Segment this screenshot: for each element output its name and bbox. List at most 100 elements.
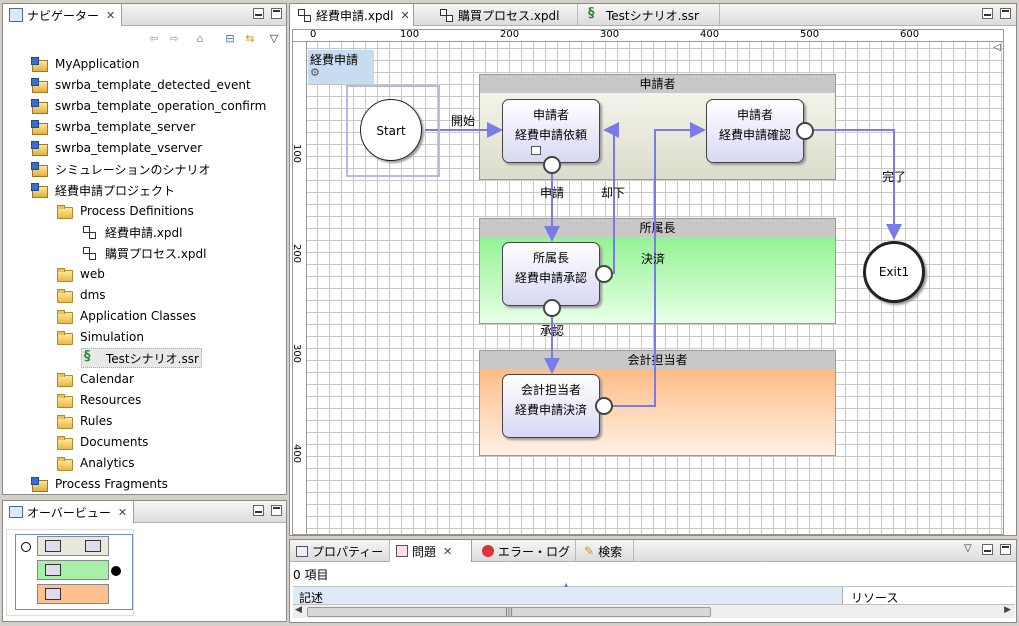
search-icon: ✎ [584, 544, 595, 558]
tab-kobai-xpdl[interactable]: 購買プロセス.xpdl [432, 4, 578, 26]
tab-problems[interactable]: 問題 ✕ [390, 540, 472, 562]
process-label[interactable]: 経費申請 ⚙ [308, 50, 374, 84]
navigator-tab[interactable]: ナビゲーター ✕ [3, 4, 123, 26]
project-icon [31, 120, 48, 135]
tree-item[interactable]: swrba_template_vserver [31, 138, 202, 158]
project-icon [31, 183, 48, 198]
maximize-button[interactable] [271, 505, 282, 516]
flow-label-settled[interactable]: 決済 [641, 252, 666, 266]
tree-item[interactable]: Process Fragments [31, 474, 168, 494]
minimize-button[interactable] [982, 8, 993, 19]
scrollbar-thumb[interactable]: ||| [307, 607, 711, 617]
xpdl-file-icon [81, 225, 97, 239]
folder-icon [56, 204, 73, 219]
close-icon[interactable]: ✕ [106, 8, 116, 22]
tree-item[interactable]: 経費申請.xpdl [81, 222, 183, 242]
minimize-button[interactable] [982, 544, 993, 555]
minimize-button[interactable] [253, 505, 264, 516]
tab-search[interactable]: ✎ 検索 [578, 540, 634, 562]
sort-indicator-icon: ▲ [563, 581, 570, 590]
view-menu-icon[interactable]: ▽ [964, 543, 972, 554]
minimize-button[interactable] [253, 8, 264, 19]
folder-icon [56, 309, 73, 324]
collapse-all-icon[interactable]: ⊟ [225, 32, 235, 45]
ruler-scroll-arrow-icon[interactable]: ◁ [993, 42, 1001, 53]
activity-settle[interactable]: 会計担当者 経費申請決済 [502, 374, 600, 438]
close-icon[interactable]: ✕ [400, 8, 410, 22]
overview-tab[interactable]: オーバービュー ✕ [3, 501, 135, 523]
tree-item[interactable]: MyApplication [31, 54, 140, 74]
activity-approve[interactable]: 所属長 経費申請承認 [502, 242, 600, 306]
close-icon[interactable]: ✕ [443, 544, 453, 558]
back-arrow-icon[interactable]: ⇦ [149, 32, 159, 45]
maximize-button[interactable] [1000, 8, 1011, 19]
problems-summary: 0 項目 [293, 568, 329, 582]
horizontal-scrollbar[interactable]: ◀ ||| ▶ [293, 604, 1015, 618]
home-icon[interactable]: ⌂ [196, 32, 204, 45]
tree-item[interactable]: シミュレーションのシナリオ [31, 159, 211, 179]
flow-confirm-to-exit [809, 129, 902, 240]
problems-table-header: ▲ 記述 リソース [293, 581, 1015, 605]
tree-item[interactable]: Analytics [56, 453, 135, 473]
thumb-viewport[interactable] [15, 534, 133, 610]
start-event[interactable]: Start [360, 99, 422, 161]
end-event[interactable]: Exit1 [863, 241, 925, 303]
tree-item[interactable]: swrba_template_server [31, 117, 195, 137]
flow-label-apply[interactable]: 申請 [540, 186, 565, 200]
overview-thumbnail[interactable] [6, 529, 134, 616]
flow-label-reject[interactable]: 却下 [601, 186, 626, 200]
column-resource[interactable]: リソース [851, 591, 899, 605]
tree-item[interactable]: 経費申請プロジェクト [31, 180, 175, 200]
maximize-button[interactable] [271, 8, 282, 19]
tree-item[interactable]: dms [56, 285, 106, 305]
overview-panel: オーバービュー ✕ [2, 500, 287, 622]
flow-label-done[interactable]: 完了 [882, 170, 907, 184]
scroll-right-arrow[interactable]: ▶ [1004, 605, 1011, 615]
activity-port[interactable] [595, 397, 613, 415]
folder-icon [56, 372, 73, 387]
activity-port[interactable] [543, 156, 561, 174]
flow-label-approved[interactable]: 承認 [540, 324, 565, 338]
tree-item[interactable]: Resources [56, 390, 141, 410]
lane-title: 申請者 [480, 75, 835, 93]
forward-arrow-icon[interactable]: ⇨ [169, 32, 179, 45]
tree-item[interactable]: Application Classes [56, 306, 196, 326]
project-icon [31, 141, 48, 156]
horizontal-ruler: 0 100 200 300 400 500 600 [293, 30, 1003, 42]
xpdl-file-icon [438, 8, 454, 22]
link-editor-icon[interactable]: ⇆ [245, 32, 255, 45]
activity-port[interactable] [595, 265, 613, 283]
activity-port[interactable] [543, 299, 561, 317]
tree-item[interactable]: 購買プロセス.xpdl [81, 243, 207, 263]
activity-confirm[interactable]: 申請者 経費申請確認 [706, 99, 804, 163]
folder-icon [56, 330, 73, 345]
tab-test-ssr[interactable]: Testシナリオ.ssr [580, 4, 720, 26]
tree-item[interactable]: Documents [56, 432, 148, 452]
editor-tabbar: 経費申請.xpdl ✕ 購買プロセス.xpdl Testシナリオ.ssr [290, 4, 1016, 26]
process-canvas[interactable]: 経費申請 ⚙ 申請者 所属長 会計担当者 [307, 42, 1003, 534]
tree-item[interactable]: web [56, 264, 105, 284]
tree-item[interactable]: Rules [56, 411, 112, 431]
folder-icon [56, 393, 73, 408]
ruler-x-label: 400 [700, 29, 720, 40]
tree-item[interactable]: Calendar [56, 369, 134, 389]
tree-item[interactable]: swrba_template_detected_event [31, 75, 251, 95]
ruler-x-label: 600 [900, 29, 920, 40]
view-menu-icon[interactable]: ▽ [269, 32, 279, 45]
close-icon[interactable]: ✕ [117, 505, 128, 519]
lane-title: 所属長 [480, 219, 835, 237]
tab-properties[interactable]: プロパティー [290, 540, 390, 562]
tree-item[interactable]: swrba_template_operation_confirm [31, 96, 266, 116]
folder-icon [56, 267, 73, 282]
activity-request[interactable]: 申請者 経費申請依頼 [502, 99, 600, 163]
tree-item[interactable]: Process Definitions [56, 201, 194, 221]
tab-keihi-xpdl[interactable]: 経費申請.xpdl ✕ [290, 4, 414, 26]
column-description[interactable]: 記述 [293, 587, 843, 605]
flow-label-start[interactable]: 開始 [451, 114, 476, 128]
maximize-button[interactable] [1000, 544, 1011, 555]
activity-port[interactable] [796, 122, 814, 140]
tab-error-log[interactable]: エラー・ログ [476, 540, 576, 562]
scroll-left-arrow[interactable]: ◀ [295, 605, 302, 615]
tree-item[interactable]: Simulation [56, 327, 144, 347]
tree-item-selected[interactable]: Testシナリオ.ssr [81, 348, 202, 368]
